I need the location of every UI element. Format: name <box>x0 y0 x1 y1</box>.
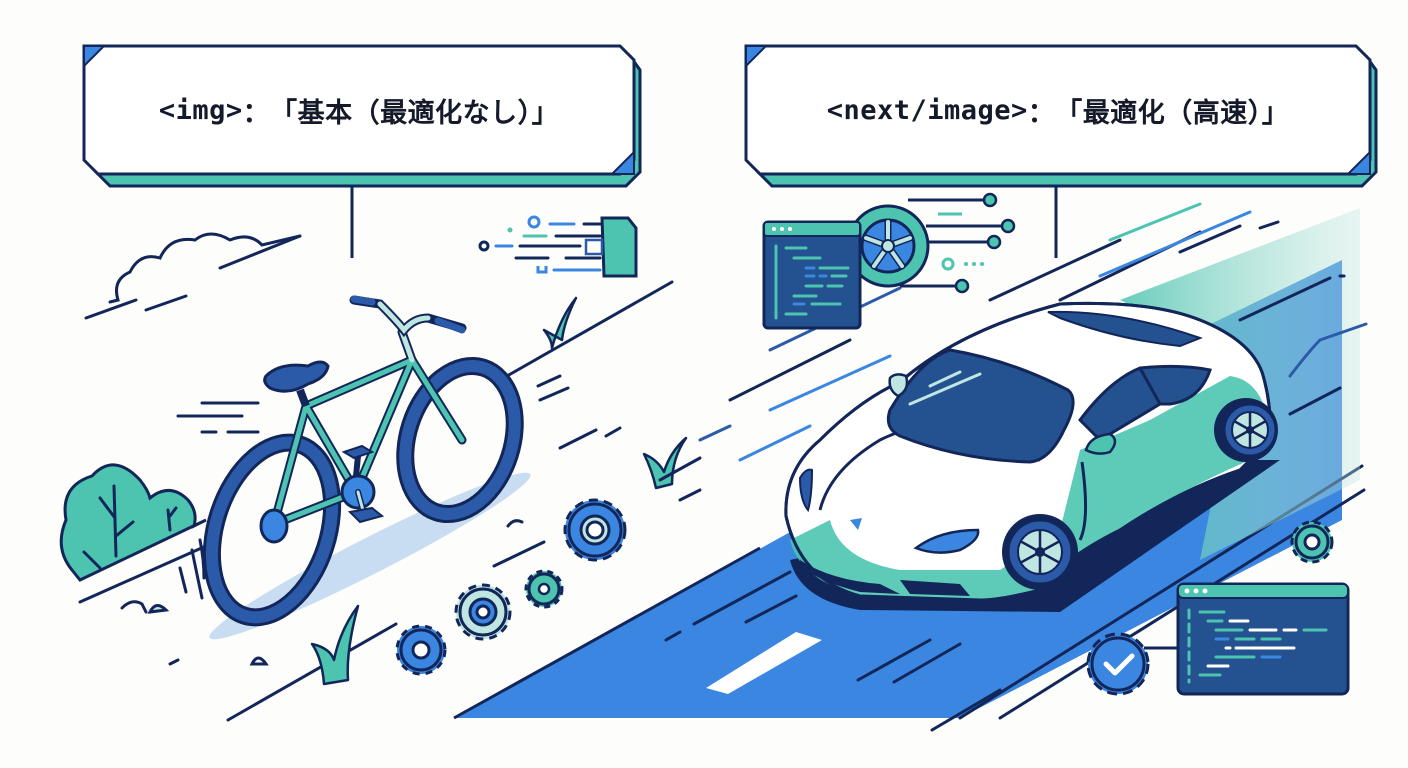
right-label-description: 「最適化（高速）」 <box>1055 97 1290 129</box>
cloud-icon <box>84 232 302 320</box>
left-label-separator: ： <box>242 97 271 129</box>
right-label-separator: ： <box>1027 97 1056 129</box>
road-marking <box>706 632 822 694</box>
left-label-text: <img>：「基本（最適化なし）」 <box>84 46 634 174</box>
bush-icon <box>59 463 207 582</box>
right-label-frame <box>744 44 1378 258</box>
gear-check-icon <box>1086 632 1150 696</box>
gear-icon <box>524 569 564 609</box>
motion-arcs <box>120 519 524 666</box>
gear-icon <box>563 498 627 562</box>
gear-icon <box>395 624 447 676</box>
gear-icon <box>454 583 512 641</box>
right-label-tag: <next/image> <box>826 94 1028 126</box>
gear-icon <box>1290 520 1334 564</box>
bicycle-icon <box>202 295 524 627</box>
left-label: <img>：「基本（最適化なし）」 <box>84 46 634 174</box>
wheel-icon <box>846 192 1016 294</box>
left-label-tag: <img> <box>158 94 243 126</box>
bike-speed-lines <box>176 401 260 434</box>
grass-icon <box>310 296 688 686</box>
right-label: <next/image>：「最適化（高速）」 <box>746 46 1370 174</box>
right-label-text: <next/image>：「最適化（高速）」 <box>746 46 1370 174</box>
sports-car-icon <box>784 301 1280 612</box>
code-window-icon <box>762 220 862 330</box>
hill-lines <box>78 280 674 722</box>
file-speed-icon <box>478 215 638 278</box>
left-label-frame <box>82 44 642 258</box>
code-window-icon <box>1176 582 1350 696</box>
ground-lines <box>492 456 702 568</box>
left-label-description: 「基本（最適化なし）」 <box>270 97 560 129</box>
